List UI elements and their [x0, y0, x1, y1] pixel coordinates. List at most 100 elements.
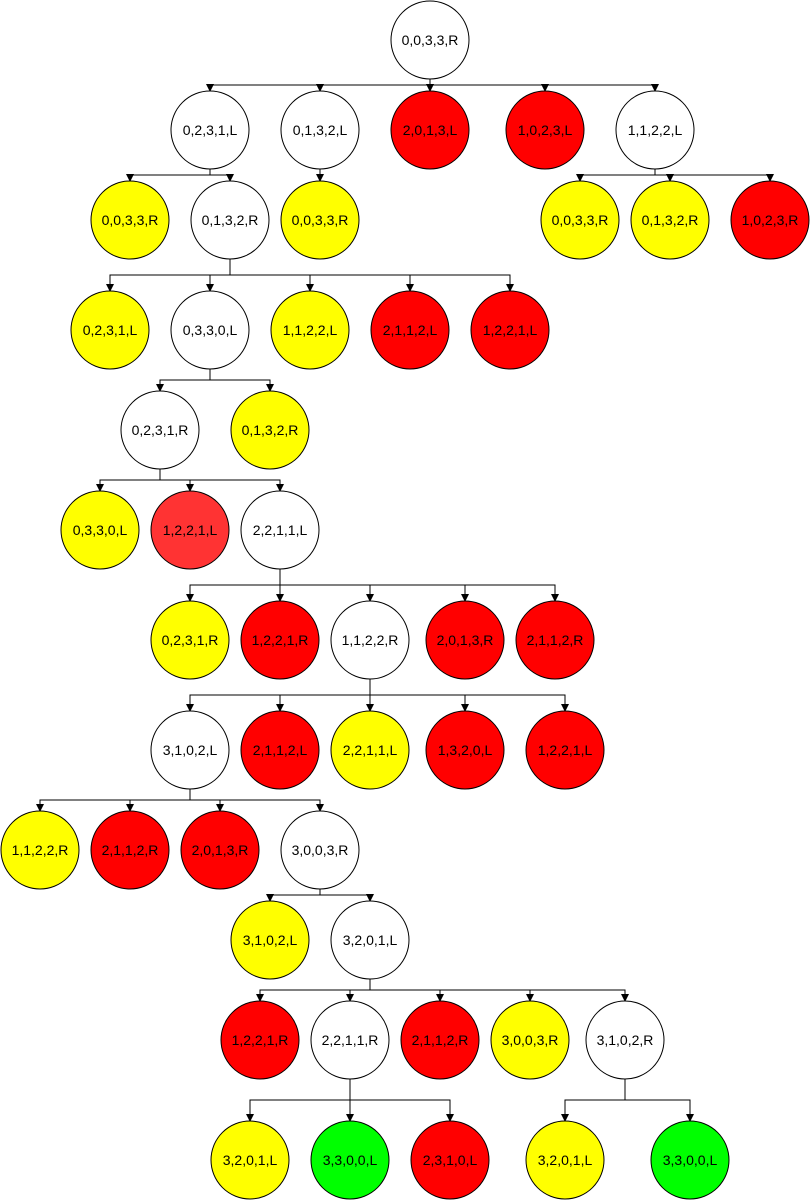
edge-n_0231R_a-to-n_2211L_a	[159, 469, 284, 492]
state-circle	[280, 180, 360, 260]
state-circle	[90, 810, 170, 890]
state-label: 2,1,1,2,R	[527, 632, 584, 648]
edges	[36, 79, 774, 1122]
state-circle	[270, 290, 350, 370]
state-label: 1,1,2,2,L	[628, 122, 683, 138]
state-circle	[425, 710, 505, 790]
state-label: 3,1,0,2,R	[597, 1032, 654, 1048]
state-circle	[525, 1120, 605, 1200]
state-node-n_1122L_b: 1,1,2,2,L	[270, 290, 350, 370]
state-label: 2,1,1,2,L	[253, 742, 308, 758]
state-circle	[490, 1000, 570, 1080]
state-node-n_3201L_c: 3,2,0,1,L	[525, 1120, 605, 1200]
state-node-n_2112L_b: 2,1,1,2,L	[240, 710, 320, 790]
state-label: 0,3,3,0,L	[183, 322, 238, 338]
state-label: 3,2,0,1,L	[538, 1152, 593, 1168]
state-circle	[630, 180, 710, 260]
state-circle	[170, 290, 250, 370]
state-node-n_0033R_b: 0,0,3,3,R	[280, 180, 360, 260]
state-circle	[230, 900, 310, 980]
edge-n_1122R_a-to-n_2112L_b	[276, 679, 371, 712]
state-node-n_2013R_b: 2,0,1,3,R	[180, 810, 260, 890]
state-label: 0,1,3,2,R	[642, 212, 699, 228]
state-circle	[525, 710, 605, 790]
state-node-n_3300L_a: 3,3,0,0,L	[310, 1120, 390, 1200]
edge-n_0231L_a-to-n_0132R_a	[209, 169, 234, 182]
state-node-n_0330L_b: 0,3,3,0,L	[60, 490, 140, 570]
edge-n_2211L_a-to-n_0231R_b	[186, 569, 281, 602]
state-node-n_3201L_a: 3,2,0,1,L	[330, 900, 410, 980]
state-label: 2,0,1,3,R	[437, 632, 494, 648]
state-label: 2,0,1,3,R	[192, 842, 249, 858]
edge-n_3201L_a-to-n_2211R_a	[346, 979, 371, 1002]
edge-n_1122R_a-to-n_1221L_c	[369, 679, 569, 712]
state-node-n_2013R_a: 2,0,1,3,R	[425, 600, 505, 680]
state-label: 0,0,3,3,R	[552, 212, 609, 228]
state-circle	[505, 90, 585, 170]
state-circle	[730, 180, 810, 260]
state-node-n_0231L_a: 0,2,3,1,L	[170, 90, 250, 170]
state-node-n_3102R_a: 3,1,0,2,R	[585, 1000, 665, 1080]
state-circle	[310, 1120, 390, 1200]
state-circle	[310, 1000, 390, 1080]
state-label: 3,0,0,3,R	[502, 1032, 559, 1048]
state-node-n_1023R_a: 1,0,2,3,R	[730, 180, 810, 260]
state-circle	[410, 1120, 490, 1200]
state-circle	[425, 600, 505, 680]
state-node-n_0033R_c: 0,0,3,3,R	[540, 180, 620, 260]
state-circle	[150, 600, 230, 680]
state-circle	[190, 180, 270, 260]
state-label: 2,1,1,2,R	[102, 842, 159, 858]
state-label: 3,0,0,3,R	[292, 842, 349, 858]
state-label: 1,1,2,2,L	[283, 322, 338, 338]
state-node-n_2211L_a: 2,2,1,1,L	[240, 490, 320, 570]
state-node-n_2112L_a: 2,1,1,2,L	[370, 290, 450, 370]
state-circle	[210, 1120, 290, 1200]
state-circle	[390, 90, 470, 170]
state-label: 2,2,1,1,R	[322, 1032, 379, 1048]
state-label: 0,2,3,1,R	[162, 632, 219, 648]
state-circle	[120, 390, 200, 470]
state-circle	[515, 600, 595, 680]
state-label: 0,0,3,3,R	[292, 212, 349, 228]
edge-n_3102R_a-to-n_3201L_c	[561, 1079, 626, 1122]
state-node-n_1221L_a: 1,2,2,1,L	[470, 290, 550, 370]
edge-n_3003R_a-to-n_3102L_b	[266, 889, 321, 902]
state-circle	[150, 710, 230, 790]
edge-n_0231L_a-to-n_0033R_a	[126, 169, 211, 182]
state-label: 3,2,0,1,L	[223, 1152, 278, 1168]
state-node-n_0132R_a: 0,1,3,2,R	[190, 180, 270, 260]
state-node-n_0231R_b: 0,2,3,1,R	[150, 600, 230, 680]
state-label: 3,3,0,0,L	[663, 1152, 718, 1168]
state-circle	[330, 710, 410, 790]
state-circle	[330, 600, 410, 680]
edge-n_3102L_a-to-n_3003R_a	[189, 789, 324, 812]
state-node-n_1023L_a: 1,0,2,3,L	[505, 90, 585, 170]
state-label: 0,0,3,3,R	[402, 32, 459, 48]
state-node-n_3102L_b: 3,1,0,2,L	[230, 900, 310, 980]
state-node-n_0132L_a: 0,1,3,2,L	[280, 90, 360, 170]
state-circle	[615, 90, 695, 170]
edge-n_0132R_a-to-n_0330L_a	[206, 259, 231, 292]
state-label: 2,1,1,2,R	[412, 1032, 469, 1048]
edge-n_0231R_a-to-n_0330L_b	[96, 469, 161, 492]
state-node-n_1221L_b: 1,2,2,1,L	[150, 490, 230, 570]
edge-n_3201L_a-to-n_3102R_a	[369, 979, 629, 1002]
edge-n_0330L_a-to-n_0132R_c	[209, 369, 274, 392]
state-node-n_0033R_root: 0,0,3,3,R	[390, 0, 470, 80]
state-circle	[240, 710, 320, 790]
state-label: 1,2,2,1,L	[483, 322, 538, 338]
state-node-n_2211L_b: 2,2,1,1,L	[330, 710, 410, 790]
state-label: 3,1,0,2,L	[243, 932, 298, 948]
state-circle	[280, 90, 360, 170]
edge-n_0330L_a-to-n_0231R_a	[156, 369, 211, 392]
state-node-n_1122R_a: 1,1,2,2,R	[330, 600, 410, 680]
state-label: 1,2,2,1,R	[232, 1032, 289, 1048]
state-label: 0,0,3,3,R	[102, 212, 159, 228]
state-circle	[180, 810, 260, 890]
state-label: 0,1,3,2,R	[242, 422, 299, 438]
state-node-n_0132R_c: 0,1,3,2,R	[230, 390, 310, 470]
edge-n_3003R_a-to-n_3201L_a	[319, 889, 374, 902]
state-circle	[170, 90, 250, 170]
state-circle	[470, 290, 550, 370]
